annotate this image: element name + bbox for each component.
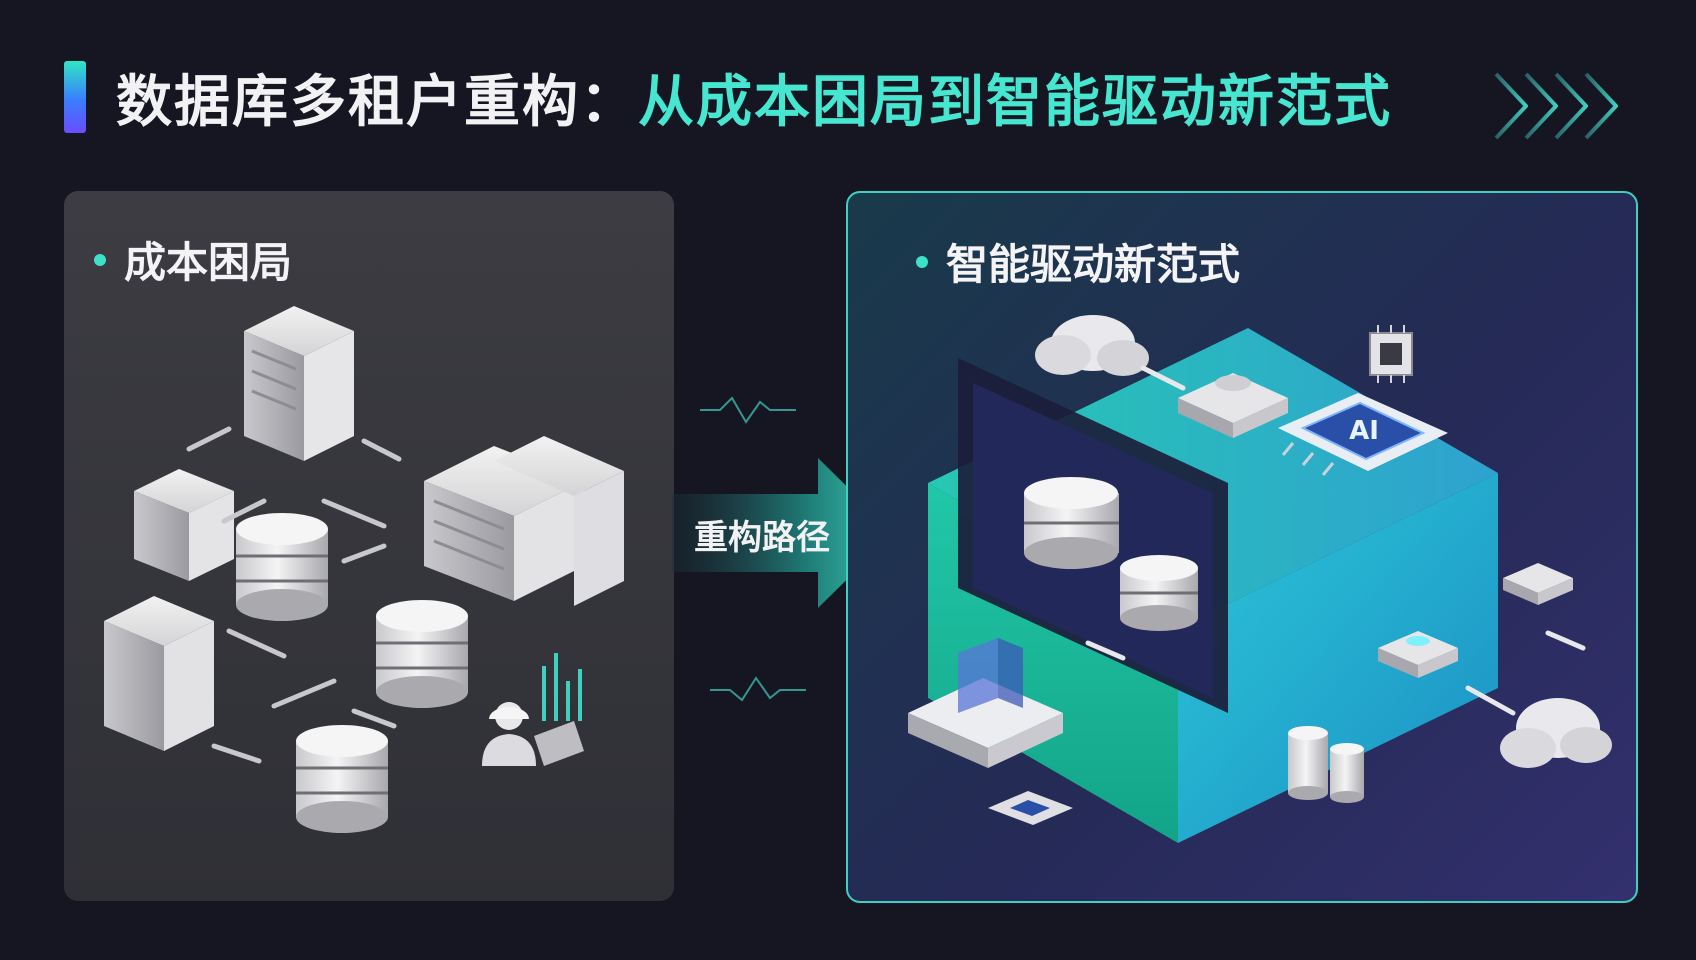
cost-dilemma-label: 成本困局 [124,238,293,287]
server-node-icon [1178,373,1288,438]
cloud-icon [1035,315,1149,376]
cost-dilemma-panel: 成本困局 [64,191,674,901]
server-node-icon [1378,631,1458,678]
cpu-chip-icon [1369,325,1413,383]
database-icon [1120,555,1198,631]
intelligent-paradigm-panel: 智能驱动新范式 [846,191,1638,903]
cpu-chip-icon [988,791,1073,825]
server-rack-icon [424,436,624,606]
database-icon [1024,477,1119,569]
title-part-2: 从成本困局到智能驱动新范式 [638,69,1392,135]
title-part-1: 数据库多租户重构： [116,69,638,135]
database-icon [296,725,388,833]
database-icon [376,600,468,708]
restructure-path-label: 重构路径 [694,518,830,558]
smart-platform-illustration: AI [908,315,1612,843]
server-rack-icon [104,596,214,751]
page-header: 数据库多租户重构：从成本困局到智能驱动新范式 [64,58,1392,136]
arrow-right-icon [672,458,894,608]
arrow-icon [186,426,402,764]
legacy-infrastructure-illustration [104,306,624,833]
bullet-dot [94,253,106,266]
page-title: 数据库多租户重构：从成本困局到智能驱动新范式 [116,57,1392,138]
intelligent-paradigm-heading: 智能驱动新范式 [916,231,1240,292]
worker-icon [482,653,584,766]
server-node-icon [1503,563,1573,605]
chevron-right-icon [1494,72,1618,140]
database-icon [1288,726,1364,803]
ai-chip-icon: AI [1278,393,1448,476]
wave-line-decoration [710,676,806,702]
arrow-icon [1085,365,1586,716]
database-icon [236,513,328,621]
cpu-chip-icon [908,638,1063,768]
title-accent-bar [64,61,86,133]
intelligent-paradigm-label: 智能驱动新范式 [946,240,1241,289]
wave-line-decoration [700,396,796,424]
bullet-dot [916,255,928,268]
cloud-icon [1500,698,1612,768]
ai-chip-text: AI [1349,416,1379,446]
cost-dilemma-heading: 成本困局 [94,229,292,290]
server-rack-icon [244,306,354,461]
server-rack-icon [134,469,234,581]
